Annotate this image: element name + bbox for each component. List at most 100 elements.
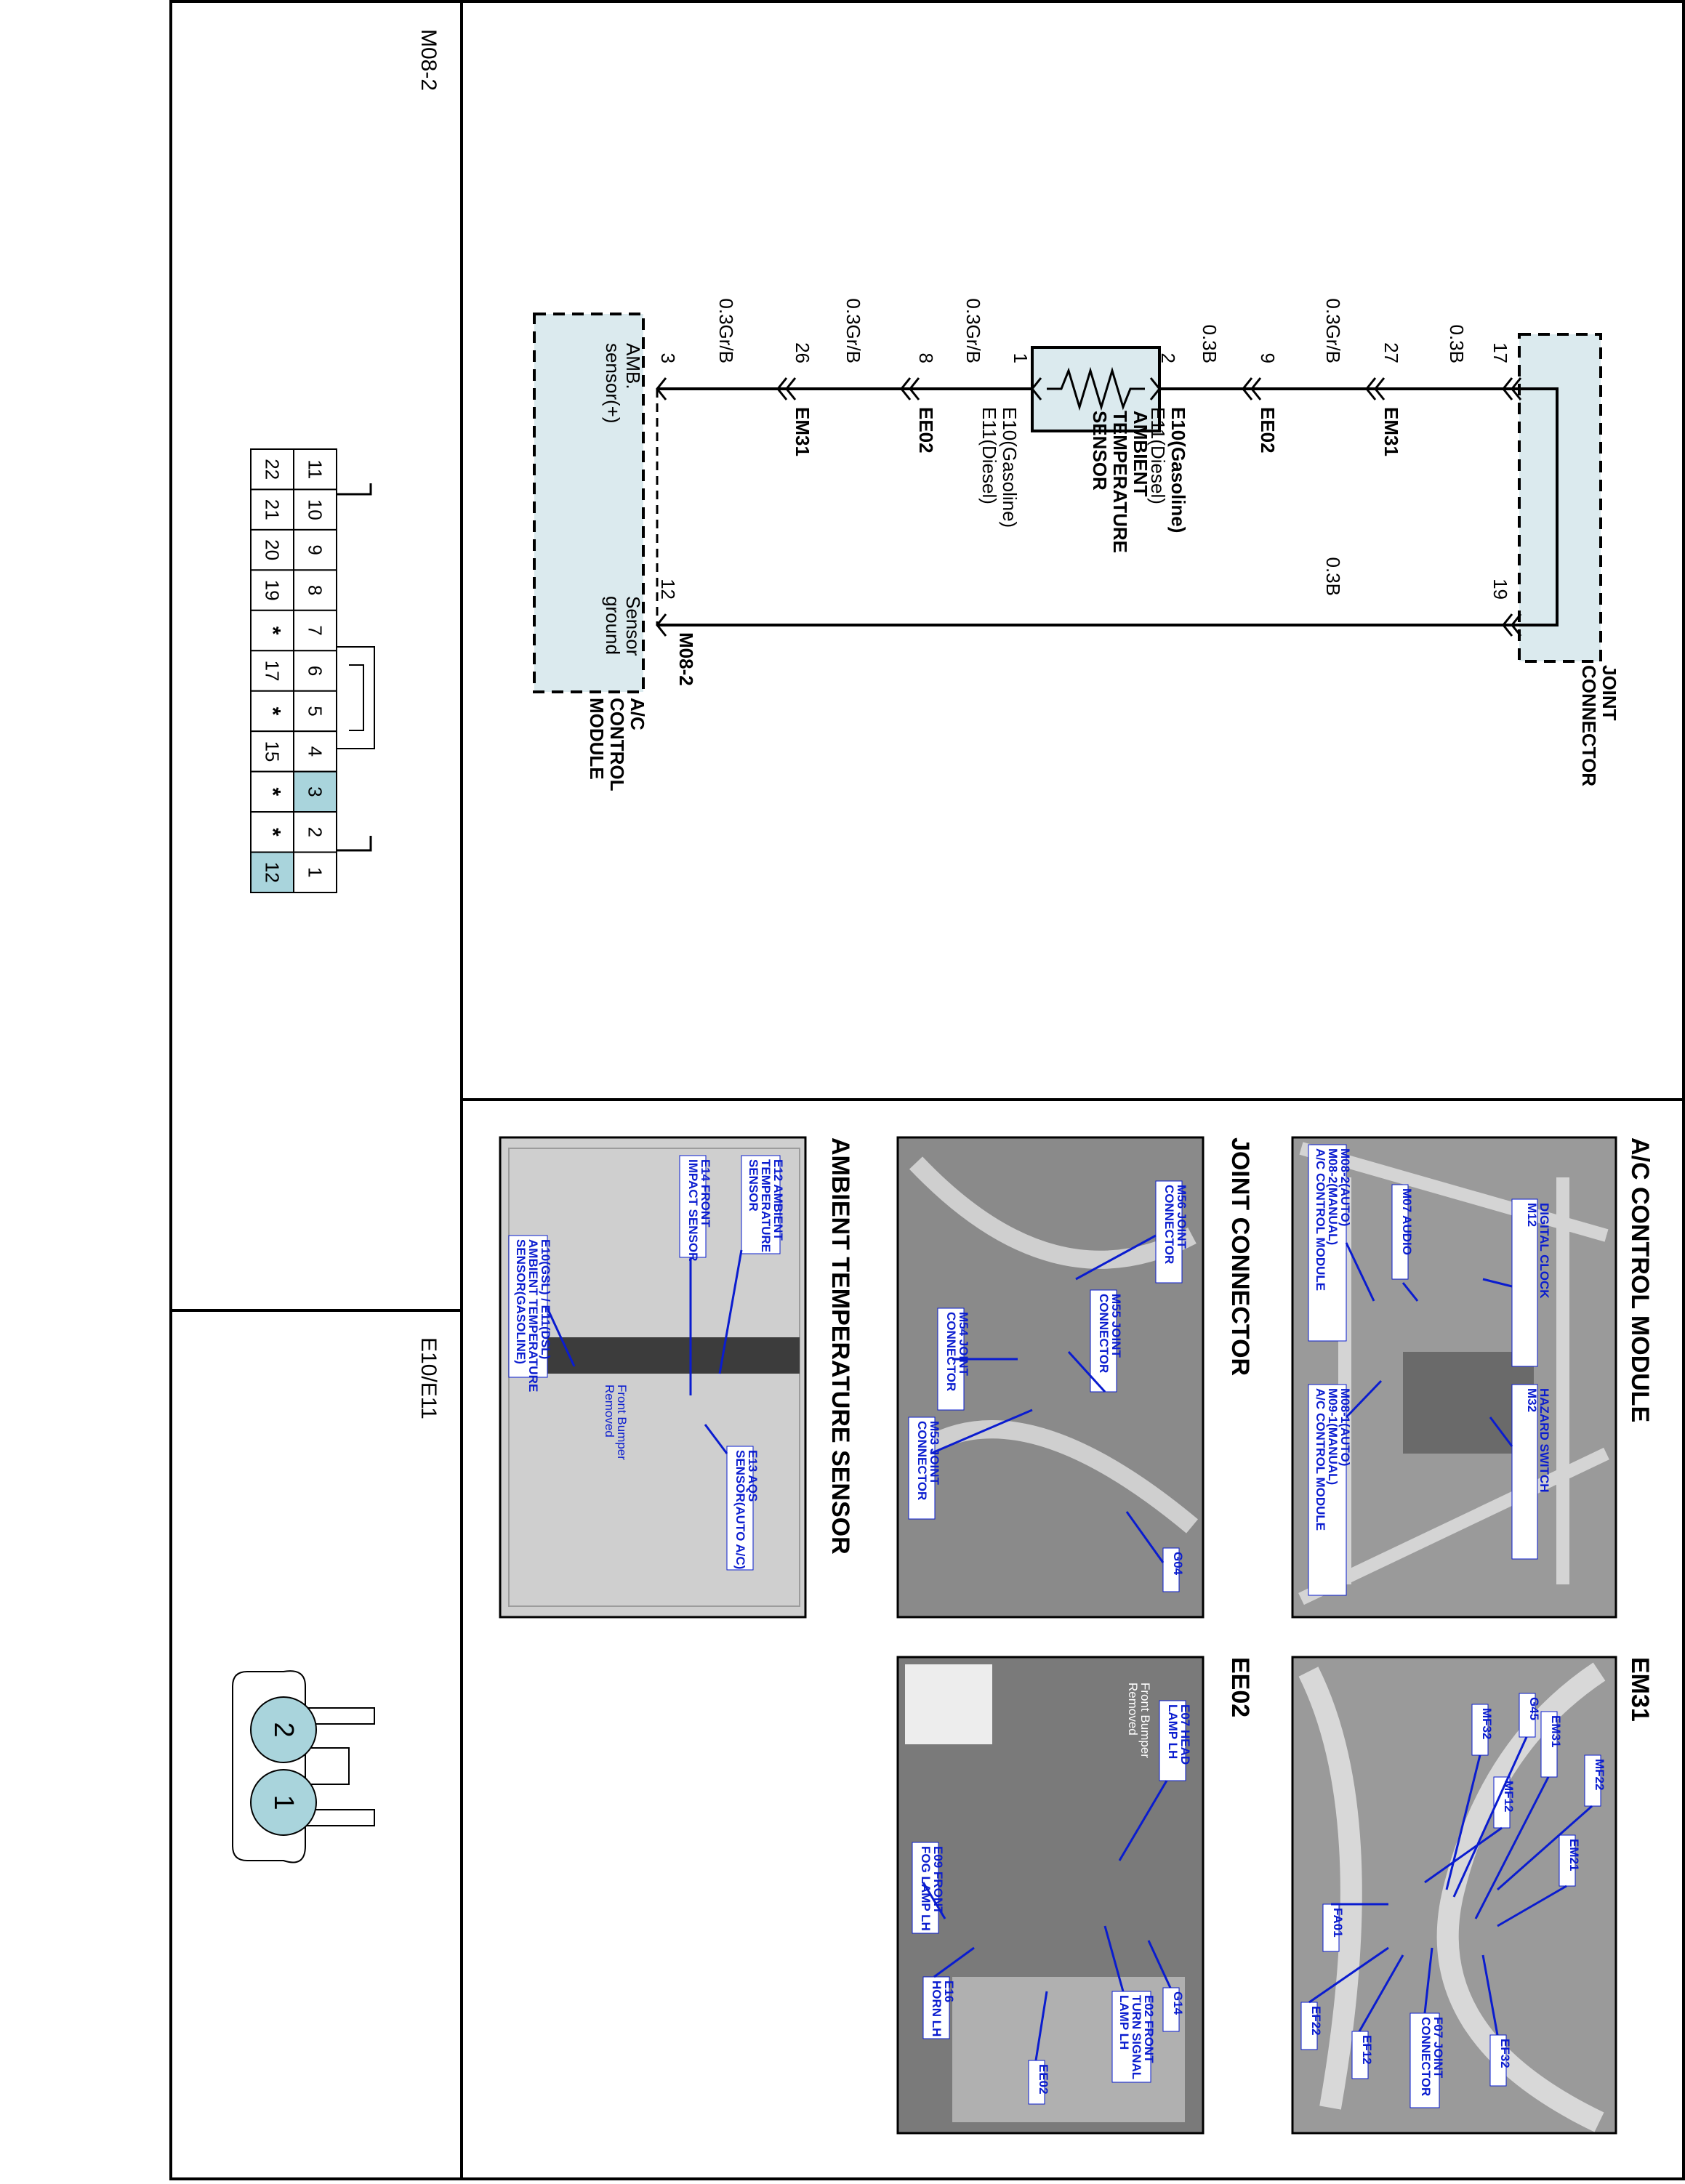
m08-2-pin-label: 10 [305, 499, 326, 520]
callout-fa01-text: FA01 [1331, 1908, 1345, 1938]
callout-f07 [1409, 2012, 1440, 2108]
callout-e16 [922, 1976, 950, 2039]
joint-pin-17: 17 [1489, 342, 1511, 363]
callout-m08-1-module: A/C CONTROL MODULE [1314, 1388, 1327, 1531]
m08-2-pin-cell [250, 609, 294, 652]
m08-2-pin-label: 12 [262, 862, 283, 883]
ac-title-line1: A/C [627, 698, 648, 730]
ac-connector-m08-2: M08-2 [675, 632, 697, 686]
e10-pin-2 [250, 1696, 317, 1763]
joint-connector-box [1518, 333, 1602, 663]
m08-2-pin-cell [293, 770, 337, 813]
m08-2-pin-label: 15 [262, 741, 283, 762]
callout-e12-line2: TEMPERATURE [759, 1159, 773, 1252]
m08-2-panel-label: M08-2 [417, 29, 441, 91]
m08-2-pin-label: 11 [305, 459, 326, 479]
e10-panel-label: E10/E11 [417, 1337, 441, 1419]
m08-2-pin-label: 22 [262, 459, 283, 480]
callout-g14 [1162, 1987, 1180, 2032]
m08-2-pin-label: 5 [305, 706, 326, 716]
callout-e02-line1: E02 FRONT [1142, 1995, 1156, 2063]
chevron-joint-19 [1502, 613, 1522, 637]
callout-g04 [1162, 1547, 1180, 1592]
callout-m56 [1155, 1180, 1183, 1284]
callout-g45-text: G45 [1527, 1697, 1541, 1720]
callout-m32 [1511, 1384, 1538, 1560]
ac-title-line2: CONTROL [606, 698, 628, 791]
m08-2-pin-label: * [261, 707, 285, 716]
sensor-connector-label-bottom: E10(Gasoline) E11(Diesel) [978, 407, 1021, 528]
callout-ef22-text: EF22 [1309, 2006, 1323, 2036]
callout-m12-line2: DIGITAL CLOCK [1537, 1203, 1551, 1299]
callout-m09-1-manual: M09-1(MANUAL) [1326, 1388, 1340, 1485]
ac-pin-3: 3 [657, 353, 679, 363]
callout-m08-1 [1308, 1384, 1347, 1596]
callout-m32-line2: HAZARD SWITCH [1537, 1388, 1551, 1493]
photo-title-ee02: EE02 [1226, 1657, 1254, 1717]
note-bumper-line1: Front Bumper [1138, 1683, 1152, 1758]
callout-e13-line2: SENSOR(AUTO A/C) [733, 1450, 747, 1569]
ac-gnd-line2: ground [602, 596, 624, 655]
m08-2-pin-label: 17 [262, 661, 283, 682]
note-ambient-bumper-line2: Removed [603, 1385, 616, 1438]
inline-connector-chevrons [656, 377, 1522, 637]
m08-2-pin-cell [250, 851, 294, 893]
m08-2-pin-label: 3 [305, 786, 326, 797]
m08-2-key-inner [349, 664, 364, 731]
ac-gnd-line1: Sensor [622, 596, 644, 656]
callout-e14 [679, 1155, 707, 1258]
joint-connector-bus [1503, 387, 1559, 626]
callout-m53 [908, 1417, 936, 1520]
m08-2-pin-label: 8 [305, 585, 326, 595]
joint-title-line1: JOINT [1598, 665, 1620, 721]
callout-ef12-text: EF12 [1360, 2035, 1374, 2065]
ac-module-title: A/C CONTROL MODULE [586, 698, 648, 791]
chevron-ee02-bottom [900, 377, 920, 400]
svg-text:E10(Gasoline): E10(Gasoline) [1167, 407, 1189, 533]
ee02-bottom-label: EE02 [915, 407, 937, 454]
sensor-name-label: AMBIENT TEMPERATURE SENSOR [1089, 411, 1151, 553]
callout-mf22 [1584, 1754, 1601, 1807]
callout-e02-line3: LAMP LH [1117, 1995, 1131, 2050]
em31-bottom-pin: 26 [792, 342, 813, 363]
note-bumper-removed-bg [1119, 1679, 1146, 1773]
ac-title-line3: MODULE [586, 698, 608, 780]
chevron-ee02-top [1242, 377, 1262, 400]
sensor-name-line1: AMBIENT [1130, 411, 1151, 497]
ee02-top-pin: 9 [1257, 353, 1279, 363]
joint-title-line2: CONNECTOR [1578, 665, 1600, 786]
callout-m56-line1: M56 JOINT [1175, 1185, 1189, 1249]
callout-em21-text: EM21 [1567, 1839, 1581, 1871]
callout-e02-line2: TURN SIGNAL [1130, 1995, 1143, 2079]
m08-2-pin-label: 4 [305, 746, 326, 757]
e10-pin-1-label: 1 [268, 1794, 299, 1810]
wire-label-top-0.3b-2: 0.3B [1199, 325, 1220, 364]
m08-2-pin-label: * [261, 626, 285, 635]
m08-2-pin-cell [293, 811, 337, 853]
ac-amb-line2: sensor(+) [602, 343, 624, 424]
callout-e10-line2: AMBIENT TEMPERATURE [526, 1239, 540, 1392]
sensor-top-e11: E11(Diesel) [1147, 407, 1169, 504]
callout-m08-2-auto: M08-2(AUTO) [1338, 1148, 1352, 1226]
callout-e14-line2: IMPACT SENSOR [686, 1159, 700, 1261]
callout-m08-2-module: A/C CONTROL MODULE [1314, 1148, 1327, 1291]
callout-f07-line1: F07 JOINT [1431, 2017, 1445, 2079]
sensor-bottom-e10: E10(Gasoline) [999, 407, 1021, 528]
callout-e10-line1: E10(GSL) / E11(DSL) [539, 1239, 552, 1359]
callout-f07-line2: CONNECTOR [1419, 2017, 1433, 2096]
callout-e10-line3: SENSOR(GASOLINE) [514, 1239, 528, 1364]
sensor-pin-1: 1 [1010, 353, 1031, 363]
callout-e07-line2: LAMP LH [1166, 1704, 1180, 1759]
m08-2-pin-label: 19 [262, 580, 283, 601]
wire-label-bottom-2: 0.3Gr/B [842, 298, 864, 363]
note-bumper-line2: Removed [1126, 1683, 1140, 1736]
callout-e10-e11 [508, 1235, 548, 1378]
callout-e12 [741, 1155, 781, 1254]
callout-mf32-text: MF32 [1480, 1708, 1494, 1739]
callout-em31-text: EM31 [1549, 1715, 1563, 1747]
m08-2-pin-cell [293, 650, 337, 692]
em31-top-pin: 27 [1380, 342, 1402, 363]
photo-title-ac-module: A/C CONTROL MODULE [1626, 1137, 1654, 1422]
